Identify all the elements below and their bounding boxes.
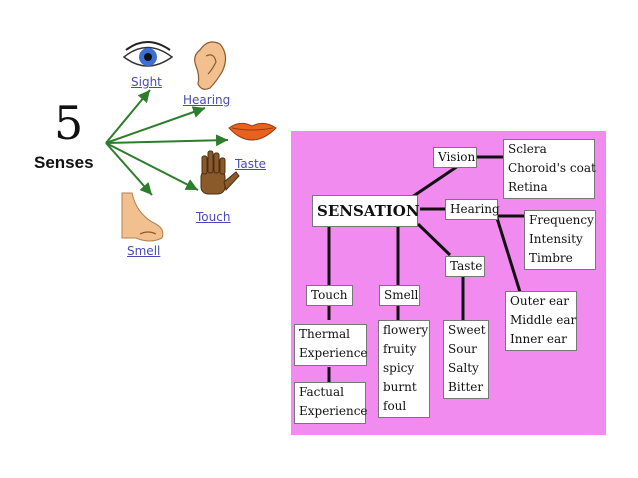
arrow-touch (105, 142, 199, 191)
ear-item: Outer ear (510, 294, 570, 308)
hearing-item: Frequency (529, 213, 594, 227)
node-sensation: SENSATION (312, 195, 420, 227)
smell-item: spicy (383, 361, 415, 375)
node-touch-items-factual: Factual Experience (294, 382, 368, 424)
node-touch: Touch (306, 285, 353, 306)
taste-item: Sweet (448, 323, 486, 337)
senses-title: Senses (34, 153, 94, 172)
node-smell-items: flowery fruity spicy burnt foul (378, 320, 430, 418)
lips-icon (228, 122, 277, 141)
arrow-sight (105, 89, 151, 144)
arrow-taste (105, 134, 229, 147)
vision-item: Choroid's coat (508, 161, 596, 175)
nose-icon (121, 192, 164, 242)
connector-ear-items (495, 217, 522, 293)
smell-item: foul (383, 399, 407, 413)
node-touch-items-thermal: Thermal Experience (294, 324, 368, 366)
smell-item: burnt (383, 380, 417, 394)
arrow-smell (105, 142, 153, 196)
node-hearing: Hearing (445, 199, 500, 220)
hearing-item: Intensity (529, 232, 583, 246)
sense-label-taste: Taste (235, 157, 267, 171)
connector-vision (411, 164, 459, 199)
vision-item: Retina (508, 180, 548, 194)
node-hearing-items: Frequency Intensity Timbre (524, 210, 596, 270)
touch-item: Experience (299, 346, 368, 360)
taste-item: Sour (448, 342, 477, 356)
node-taste: Taste (445, 256, 485, 277)
ear-icon (194, 41, 227, 90)
node-vision-items: Sclera Choroid's coat Retina (503, 139, 596, 199)
sense-label-hearing: Hearing (183, 93, 231, 107)
smell-item: flowery (383, 323, 429, 337)
eye-icon (122, 41, 174, 67)
sense-label-touch: Touch (196, 210, 231, 224)
hand-icon (200, 150, 240, 195)
taste-item: Salty (448, 361, 479, 375)
sense-label-smell: Smell (127, 244, 161, 258)
smell-item: fruity (383, 342, 417, 356)
touch-item: Thermal (299, 327, 350, 341)
vision-item: Sclera (508, 142, 547, 156)
arrow-hearing (105, 106, 206, 144)
touch-item: Experience (299, 404, 368, 418)
node-vision: Vision (433, 147, 477, 168)
touch-item: Factual (299, 385, 344, 399)
node-ear-items: Outer ear Middle ear Inner ear (505, 291, 577, 351)
senses-number: 5 (54, 96, 84, 150)
taste-item: Bitter (448, 380, 484, 394)
ear-item: Inner ear (510, 332, 567, 346)
ear-item: Middle ear (510, 313, 577, 327)
node-taste-items: Sweet Sour Salty Bitter (443, 320, 489, 399)
connector-taste (416, 222, 452, 257)
hearing-item: Timbre (529, 251, 573, 265)
node-smell: Smell (379, 285, 420, 306)
sense-label-sight: Sight (131, 75, 162, 89)
